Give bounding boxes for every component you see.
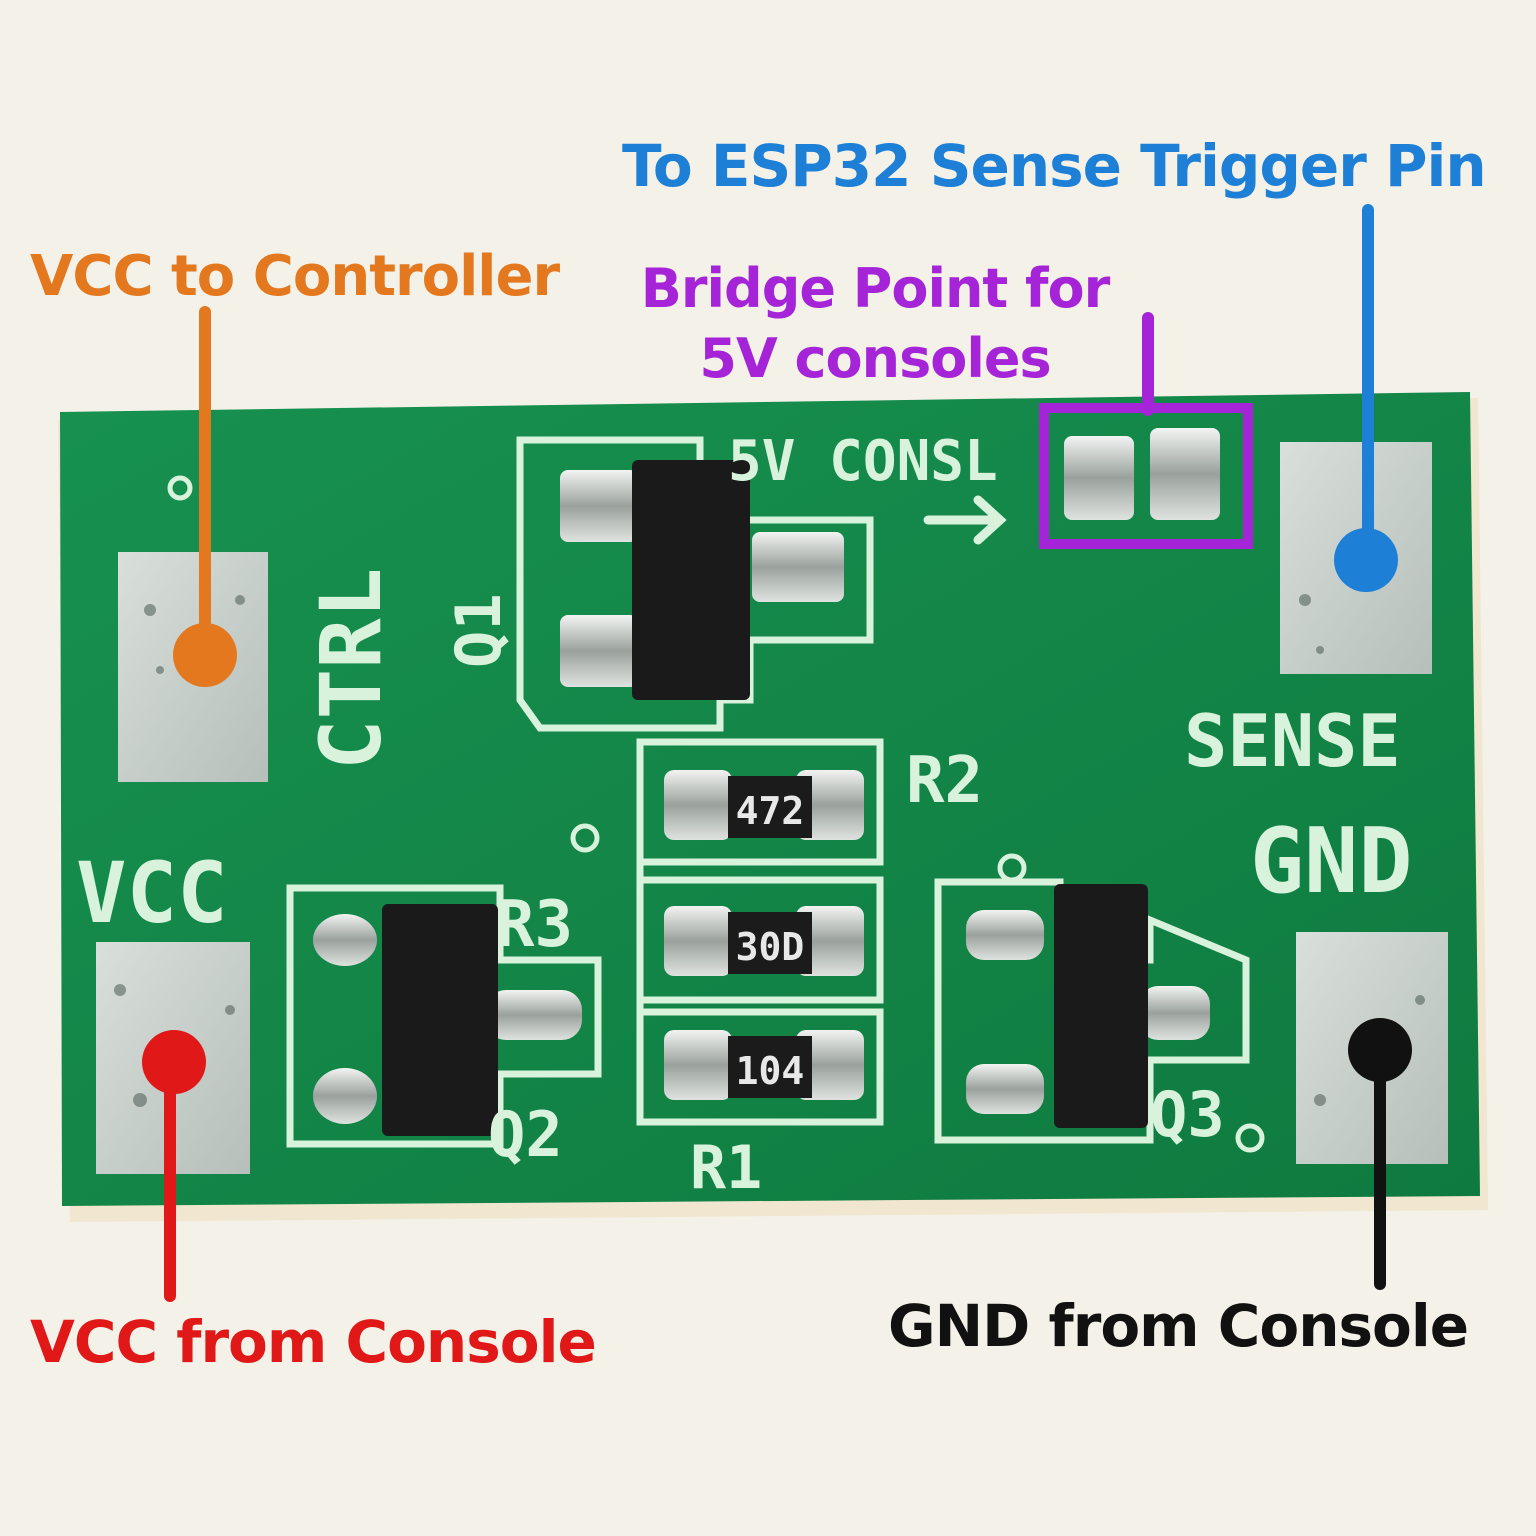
silk-r1: R1 [690,1133,762,1203]
silk-q1: Q1 [442,593,515,668]
vcc-to-controller-label: VCC to Controller [30,244,560,309]
q2-transistor [313,904,582,1136]
r3-code: 30D [736,925,805,969]
r2-code: 472 [736,789,805,833]
r2-resistor [664,770,864,840]
r1-code: 104 [736,1049,805,1093]
bridge-point-line2: 5V consoles [699,327,1051,390]
silk-5v-console: 5V CONSL [728,429,998,494]
silk-r3: R3 [496,888,573,962]
bridge-point-line1: Bridge Point for [640,257,1111,320]
r1-resistor [664,1030,864,1100]
silk-q3: Q3 [1150,1078,1225,1151]
q1-transistor [560,460,844,700]
gnd-from-console-label: GND from Console [888,1292,1469,1360]
silk-r2: R2 [906,744,983,818]
silk-ctrl: CTRL [302,568,400,770]
vias [167,475,1265,1153]
silk-sense: SENSE [1184,699,1401,783]
q3-transistor [966,884,1210,1128]
arrow-icon [923,495,1007,545]
leader-lines [142,204,1412,1302]
bridge-point-label: Bridge Point for 5V consoles [625,254,1125,394]
silk-gnd: GND [1250,809,1413,914]
silk-vcc: VCC [76,844,228,942]
esp32-sense-label: To ESP32 Sense Trigger Pin [622,132,1487,200]
pad-specks [114,594,1425,1107]
vcc-from-console-label: VCC from Console [30,1308,597,1376]
silk-q2: Q2 [488,1098,563,1171]
r3-resistor [664,906,864,976]
